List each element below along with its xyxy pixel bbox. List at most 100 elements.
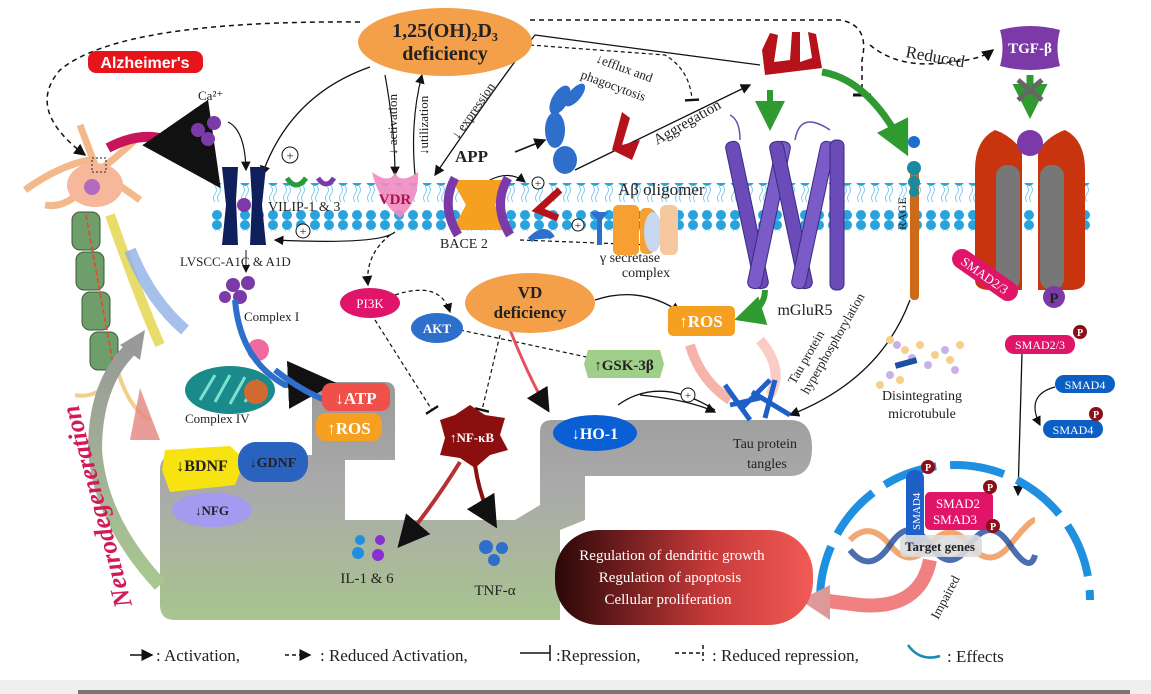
smad4-label: SMAD4 [1065, 378, 1106, 392]
outcomes-box [555, 530, 813, 625]
bace2-label: BACE 2 [440, 237, 488, 252]
legend-effects: : Effects [947, 647, 1004, 666]
nfg-label: ↓NFG [195, 503, 229, 518]
plus-sign: + [575, 220, 581, 232]
smad4-nuclear [906, 470, 924, 550]
smad2-label: SMAD2 [936, 496, 980, 511]
plus-sign: + [535, 178, 541, 190]
ros-left-label: ↑ROS [327, 419, 370, 438]
microtubule-label-2: microtubule [888, 407, 956, 422]
smad4-phosphorylated [1043, 420, 1103, 438]
d3-deficiency-line1: 1,25(OH)₂D₃ [392, 20, 498, 42]
tgf-beta-icon [1000, 26, 1060, 70]
phosphate-label: P [990, 522, 996, 533]
atp-label: ↓ATP [335, 389, 376, 408]
phosphate-label: P [1093, 410, 1099, 421]
legend-reduced-activation: : Reduced Activation, [320, 646, 468, 665]
alzheimers-badge [88, 51, 203, 73]
legend-repression: :Repression, [556, 646, 641, 665]
il-cytokines-icon [352, 535, 385, 561]
abeta-aggregate-icon [762, 32, 822, 75]
legend-activation: : Activation, [156, 646, 240, 665]
ros-left-node [316, 413, 382, 441]
effect-arrow [105, 99, 221, 189]
abeta-monomer-icon [612, 112, 640, 160]
abeta-oligomer-label: Aβ oligomer [618, 180, 705, 199]
nfkb-label: ↑NF-κB [450, 430, 494, 445]
ros-label: ↑ROS [679, 312, 722, 331]
d3-deficiency-line2: deficiency [402, 43, 488, 65]
ho1-label: ↓HO-1 [572, 426, 618, 443]
reduced-edge-label: Reduced [904, 42, 966, 71]
gsk3b-node [584, 350, 664, 378]
phosphate-label: P [1049, 291, 1058, 307]
smad23-phosphorylated [1005, 335, 1075, 354]
scrollbar[interactable] [78, 690, 1130, 694]
blocked-x-icon [1016, 78, 1044, 102]
activation-edge-label: ↓ activation [385, 93, 400, 155]
plus-sign: + [685, 390, 691, 402]
legend: : Activation, : Reduced Activation, :Rep… [130, 644, 1004, 666]
vilip-label: VILIP-1 & 3 [268, 200, 340, 215]
impaired-label: Impaired [927, 572, 963, 621]
microtubule-label-1: Disintegrating [882, 389, 962, 404]
bdnf-node [162, 446, 245, 492]
vd-deficiency-line2: deficiency [494, 303, 567, 322]
plus-sign: + [300, 224, 307, 238]
vd-deficiency-line1: VD [518, 283, 543, 302]
expression-edge-label: ↓ expression [448, 79, 498, 142]
abeta-fragment-icon [531, 187, 563, 222]
lvscc-channel-icon [222, 167, 266, 245]
calcium-ions-icon [191, 116, 255, 304]
calcium-label: Ca²⁺ [198, 88, 223, 103]
outcome-apoptosis: Regulation of apoptosis [599, 570, 742, 586]
outcome-proliferation: Cellular proliferation [604, 592, 732, 608]
mglur5-receptor-icon [725, 114, 845, 291]
tau-tangles-icon [722, 378, 792, 422]
gsk3b-label: ↑GSK-3β [594, 358, 654, 374]
smad4-label: SMAD4 [911, 492, 923, 530]
phosphate-label: P [987, 483, 993, 494]
complex1-label: Complex I [244, 309, 299, 324]
gdnf-node [238, 442, 308, 482]
bdnf-label: ↓BDNF [176, 458, 228, 475]
vd-deficiency-node: VD deficiency [465, 273, 595, 333]
mglur5-label: mGluR5 [777, 302, 832, 319]
rage-label: RAGE [895, 197, 909, 230]
pi3k-node [340, 288, 400, 318]
app-protein-icon [545, 83, 586, 174]
smad4-label: SMAD4 [1053, 423, 1094, 437]
akt-node [411, 313, 463, 343]
pi3k-label: PI3K [356, 296, 384, 311]
tgf-beta-receptor-icon [975, 130, 1085, 290]
complex4-label: Complex IV [185, 411, 250, 426]
target-genes-label: Target genes [905, 539, 975, 554]
effects-icon [906, 644, 941, 659]
tnf-alpha-label: TNF-α [474, 583, 515, 599]
vdr-icon [372, 172, 419, 218]
gdnf-label: ↓GDNF [250, 456, 297, 471]
ho1-node [553, 415, 637, 451]
impaired-arrow [819, 558, 937, 613]
lvscc-label: LVSCC-A1C & A1D [180, 254, 291, 269]
tnf-alpha-icon [479, 540, 508, 566]
phosphate-label: P [1077, 328, 1083, 339]
atp-node [322, 383, 390, 411]
akt-label: AKT [423, 321, 452, 336]
gamma-secretase-label-2: complex [622, 266, 670, 281]
vdr-label: VDR [379, 192, 412, 208]
app-label: APP [455, 147, 488, 166]
tau-tangles-label-2: tangles [747, 457, 787, 472]
legend-reduced-repression: : Reduced repression, [712, 646, 859, 665]
alzheimers-label: Alzheimer's [100, 55, 189, 72]
d3-deficiency-node: 1,25(OH)₂D₃ deficiency [358, 8, 532, 76]
neuron-icon [22, 123, 165, 422]
disintegrating-microtubule-icon [876, 336, 964, 389]
plus-sign: + [286, 148, 293, 163]
smad4 [1055, 375, 1115, 393]
cell-body-panel [160, 382, 812, 620]
phosphate-icon [1043, 286, 1065, 308]
phosphate-label: P [925, 463, 931, 474]
smad23-label: SMAD2/3 [1015, 338, 1065, 352]
